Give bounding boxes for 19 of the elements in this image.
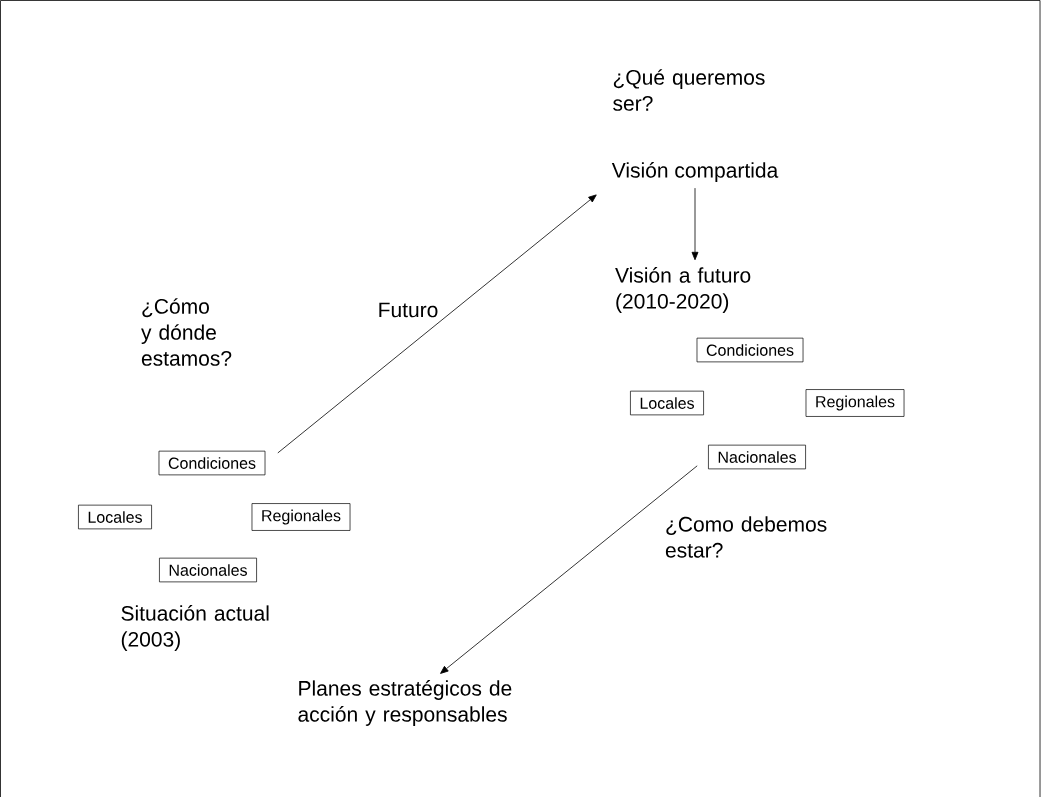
- text-label: Situación actual (2003): [121, 605, 269, 651]
- condition-box: Regionales: [251, 503, 351, 531]
- condition-box: Condiciones: [696, 337, 804, 363]
- text-label: Visión a futuro (2010-2020): [615, 267, 751, 313]
- condition-box: Nacionales: [708, 444, 806, 470]
- arrow: [440, 465, 698, 674]
- condition-box: Condiciones: [158, 450, 266, 476]
- text-label: Visión compartida: [611, 162, 779, 182]
- condition-box: Locales: [630, 390, 704, 416]
- condition-box: Regionales: [805, 389, 905, 417]
- arrow: [691, 187, 699, 261]
- text-label: Planes estratégicos de acción y responsables: [298, 680, 512, 726]
- text-label: ¿Cómo y dónde estamos?: [141, 298, 232, 366]
- edge-label: Futuro: [375, 300, 441, 320]
- condition-box: Nacionales: [159, 557, 257, 583]
- condition-box: Locales: [78, 504, 152, 530]
- text-label: ¿Como debemos estar?: [665, 516, 827, 558]
- arrow: [277, 194, 597, 454]
- text-label: ¿Qué queremos ser?: [613, 69, 765, 111]
